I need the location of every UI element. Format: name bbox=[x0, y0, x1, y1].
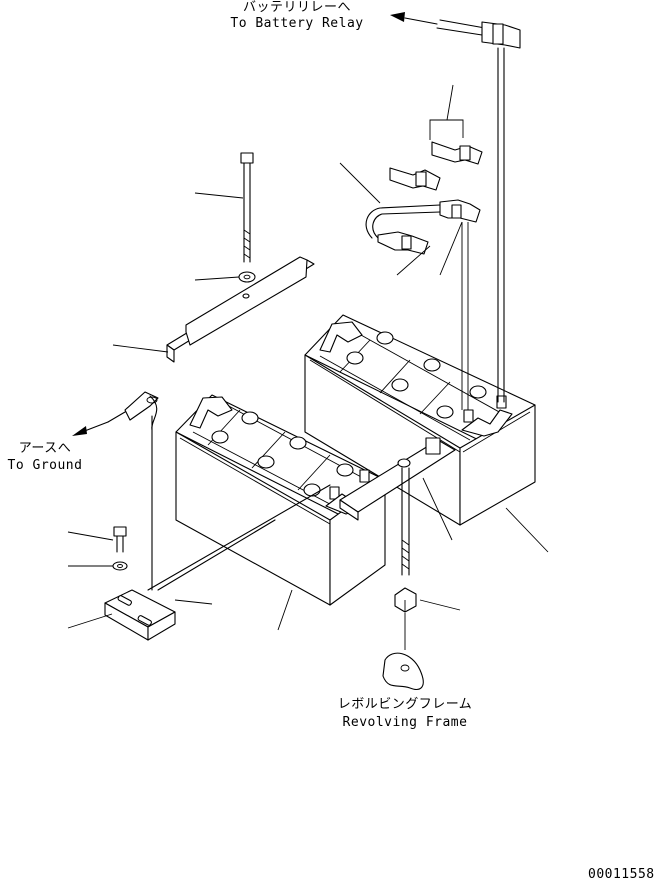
battery-relay-label-en: To Battery Relay bbox=[230, 16, 364, 31]
j-bolt bbox=[401, 467, 410, 576]
ground-label-jp: アースへ bbox=[18, 441, 72, 456]
square-nut bbox=[394, 587, 417, 613]
ground-label-en: To Ground bbox=[7, 458, 83, 473]
jumper-cable bbox=[365, 199, 481, 255]
revolving-frame-label-jp: レボルビングフレーム bbox=[337, 697, 473, 712]
long-bolt bbox=[238, 152, 256, 283]
leader-lines bbox=[67, 162, 549, 631]
drawing-number: 00011558 bbox=[588, 867, 655, 882]
rear-battery bbox=[304, 314, 536, 526]
front-battery bbox=[175, 394, 386, 606]
connector-pair bbox=[389, 141, 483, 191]
revolving-frame-mount bbox=[382, 652, 424, 690]
bracket-bolt bbox=[112, 526, 128, 571]
hold-down-clamp bbox=[339, 437, 456, 521]
terminal-cover bbox=[166, 256, 315, 363]
relay-cable bbox=[436, 19, 521, 403]
battery-relay-label-jp: バッテリリレーへ bbox=[242, 0, 351, 15]
battery-bracket bbox=[104, 415, 331, 641]
revolving-frame-label-en: Revolving Frame bbox=[342, 715, 468, 730]
ground-cable bbox=[107, 391, 159, 431]
